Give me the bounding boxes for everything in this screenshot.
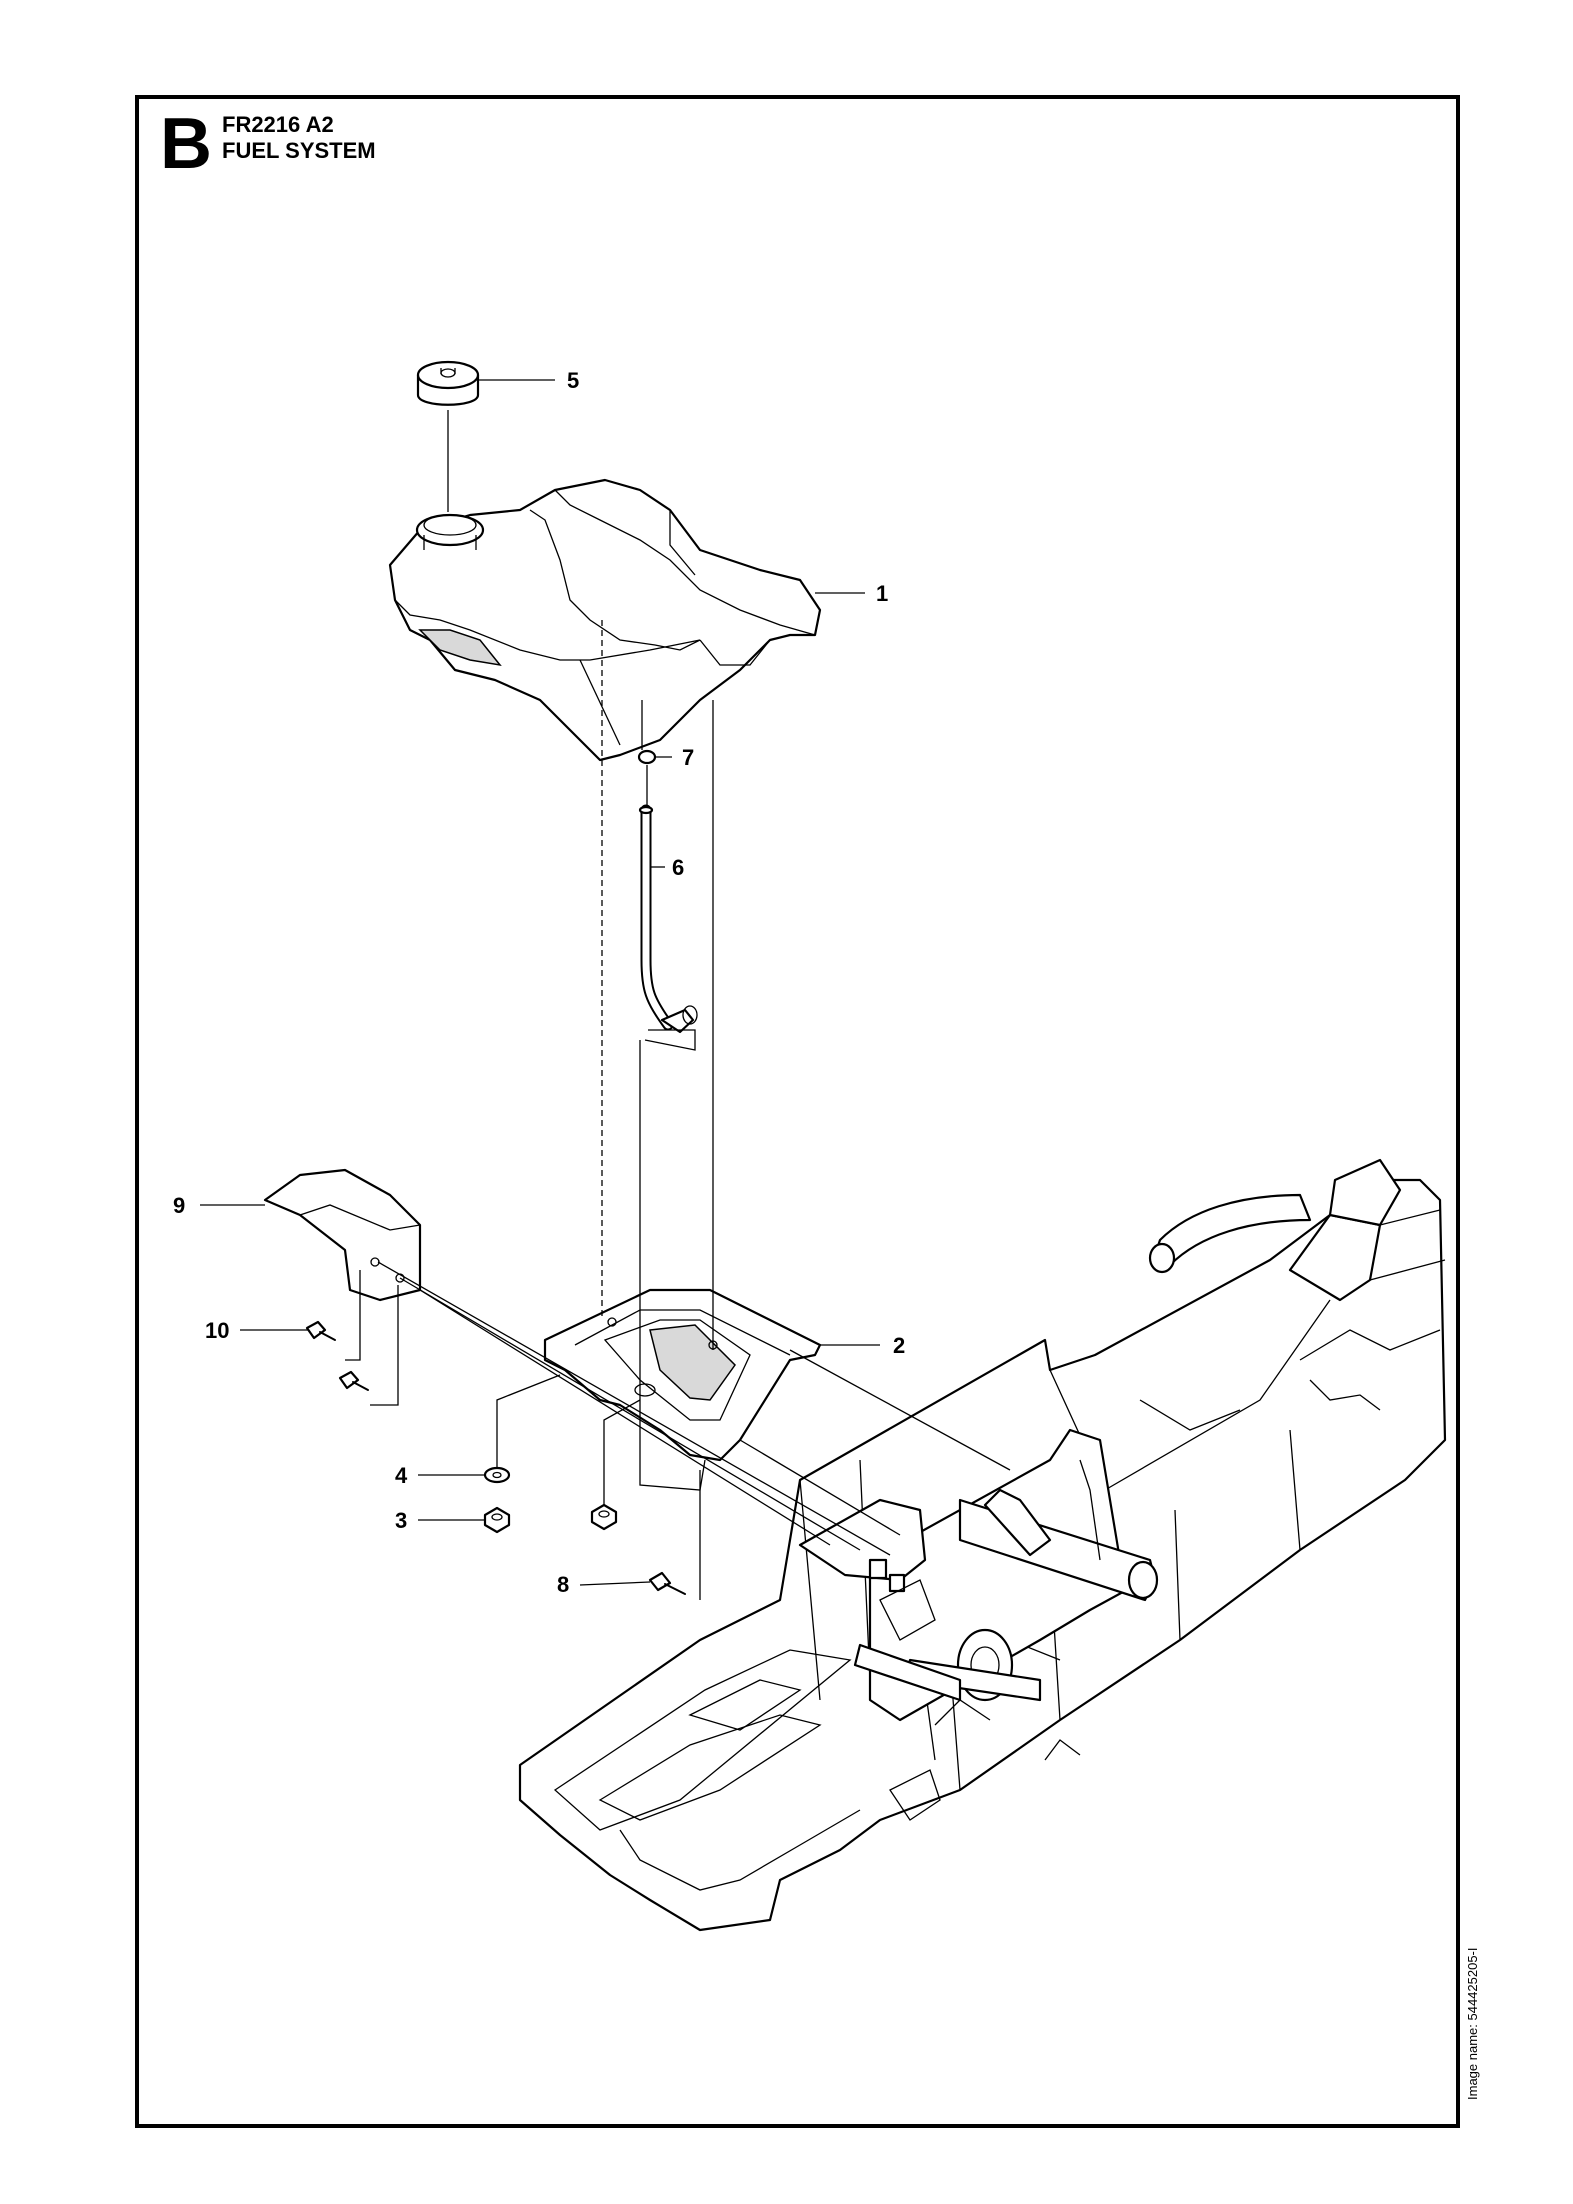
part-4-washer	[483, 1466, 511, 1484]
part-7-clamp	[637, 749, 657, 765]
callout-4: 4	[395, 1463, 408, 1488]
section-title: FUEL SYSTEM	[222, 138, 376, 163]
part-10-screws	[305, 1320, 369, 1391]
callout-6: 6	[672, 855, 684, 880]
part-9-heat-shield	[263, 1168, 422, 1302]
part-5-fuel-cap	[416, 360, 480, 406]
section-letter: B	[160, 104, 212, 184]
model-code: FR2216 A2	[222, 112, 334, 137]
callout-1: 1	[876, 581, 888, 606]
callout-7: 7	[682, 745, 694, 770]
callout-labels: 5 1 7 6 2 9 10 4 3 8	[173, 368, 905, 1597]
callout-8: 8	[557, 1572, 569, 1597]
callout-2: 2	[893, 1333, 905, 1358]
part-nut-center	[590, 1503, 618, 1531]
chassis-frame	[518, 1158, 1447, 1932]
part-1-fuel-tank	[388, 478, 822, 762]
part-2-tank-support	[543, 1288, 822, 1462]
part-6-fuel-hose	[638, 804, 698, 1034]
callout-10: 10	[205, 1318, 229, 1343]
assembly-lines	[200, 379, 1011, 1600]
drawing-frame	[135, 95, 1460, 2128]
callout-9: 9	[173, 1193, 185, 1218]
callout-5: 5	[567, 368, 579, 393]
callout-3: 3	[395, 1508, 407, 1533]
part-3-nut	[483, 1506, 511, 1534]
part-8-bolt	[648, 1571, 686, 1595]
